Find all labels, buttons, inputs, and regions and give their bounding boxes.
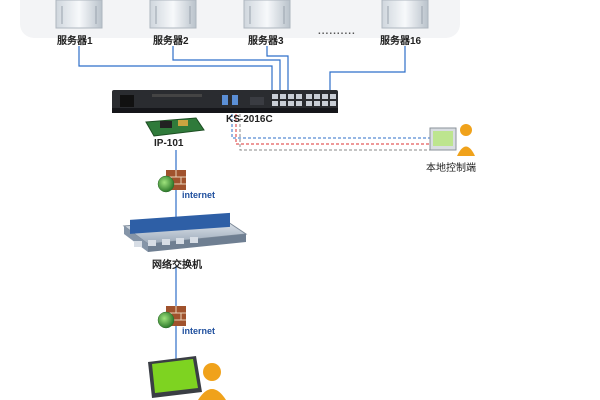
servers-ellipsis: .......... [318, 26, 356, 37]
local-console-links [231, 114, 430, 151]
server-2-label: 服务器2 [153, 36, 189, 47]
remote-console-icon [148, 356, 226, 400]
server-16-label: 服务器16 [380, 36, 422, 47]
server-3-label: 服务器3 [248, 36, 284, 47]
ip-module-icon [145, 117, 205, 137]
local-console-label: 本地控制端 [426, 163, 476, 174]
server-rack-panel [20, 0, 460, 38]
ip-module-label: IP-101 [154, 138, 184, 149]
server-16-icon [381, 0, 429, 29]
server-links [78, 46, 406, 92]
internet-top-icon [157, 170, 186, 193]
server-2-icon [149, 0, 197, 29]
internet-bottom-label: internet [182, 326, 216, 336]
internet-top-label: internet [182, 190, 216, 200]
server-3-icon [243, 0, 291, 29]
network-switch-label: 网络交换机 [152, 260, 202, 271]
internet-bottom-icon [157, 306, 186, 329]
local-console-icon [429, 124, 475, 156]
server-1-label: 服务器1 [57, 36, 93, 47]
network-switch-icon [122, 212, 248, 252]
kvm-switch-label: KS-2016C [226, 114, 273, 125]
kvm-switch-icon [112, 90, 338, 113]
server-1-icon [55, 0, 103, 29]
